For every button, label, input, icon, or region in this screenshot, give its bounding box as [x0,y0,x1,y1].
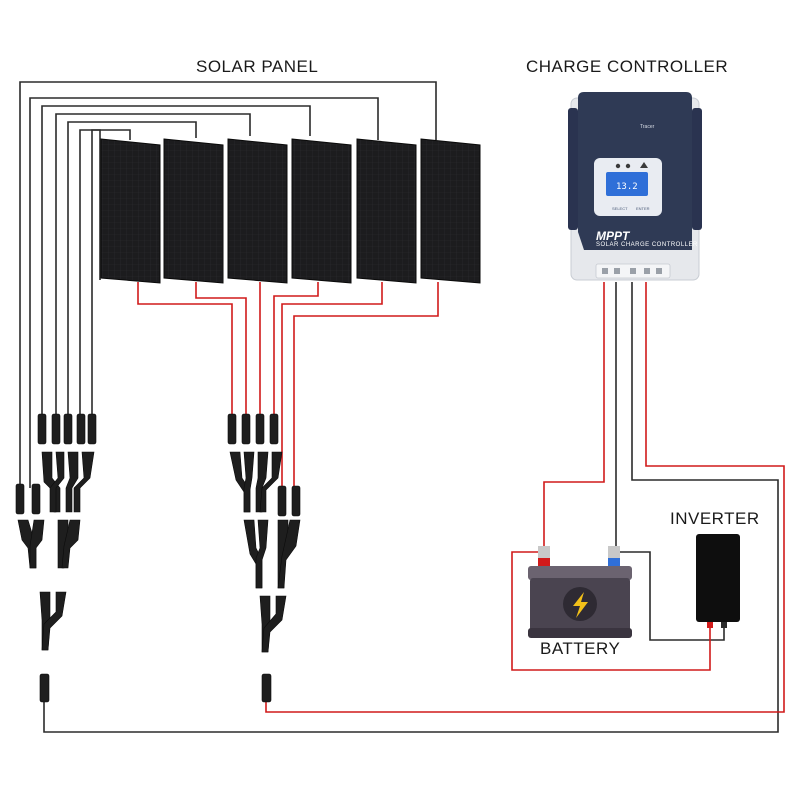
inverter [696,534,740,628]
status-led [625,163,631,169]
mc4-connector [241,413,251,445]
branch-connector [255,519,269,589]
mc4-connector [39,673,50,703]
mc4-connector [63,413,73,445]
negative-wire [91,129,101,420]
branch-connector [41,591,67,651]
branch-connector [73,451,95,513]
battery-terminal-cap-negative [608,558,620,566]
branch-connector [243,451,255,513]
solar-panel [163,138,224,284]
controller-key-enter: ENTER [636,206,650,211]
branch-connector [65,451,79,513]
positive-wire [265,282,785,713]
mc4-connector [277,485,287,517]
terminal-screw [656,268,662,274]
positive-wire [293,282,439,488]
negative-wire-group [19,81,779,733]
solar-panel [100,138,161,284]
inverter-label: INVERTER [670,509,760,528]
mc4-connector [15,483,25,515]
mc4-connector [87,413,97,445]
positive-wire [281,282,383,488]
branch-connector [259,451,283,513]
mc4-connector [51,413,61,445]
positive-wire-group [137,282,785,713]
positive-wire [543,282,605,548]
positive-wire [137,282,233,420]
terminal-screw [644,268,650,274]
solar-panel-label: SOLAR PANEL [196,57,319,76]
lightning-bolt-icon [573,592,588,618]
battery-terminal-cap-positive [538,558,550,566]
branch-connector [261,595,287,653]
negative-wire [67,121,197,420]
branch-connector [277,519,301,589]
battery-lid [528,566,632,580]
positive-wire [511,551,711,671]
positive-wire [195,282,247,420]
controller-mount-right [692,108,702,230]
negative-wire [55,113,251,420]
mc4-connector [37,413,47,445]
terminal-screw [614,268,620,274]
battery-label: BATTERY [540,639,621,658]
negative-wire [29,97,379,488]
mc4-connector [227,413,237,445]
mc4-connector [261,673,272,703]
solar-panel [227,138,288,284]
charge-controller-label: CHARGE CONTROLLER [526,57,729,76]
branch-connector [61,519,81,569]
negative-wire [19,81,437,488]
solar-panel [420,138,481,284]
positive-wire [273,282,319,420]
mc4-connector [255,413,265,445]
solar-panel [291,138,352,284]
negative-wire [79,129,131,420]
mc4-connector [31,483,41,515]
terminal-screw [602,268,608,274]
solar-panel [356,138,417,284]
controller-lower-strip [578,250,692,264]
branch-connector [29,519,45,569]
connector-group-negative [15,413,97,703]
controller-key-select: SELECT [612,206,628,211]
controller-subtitle: SOLAR CHARGE CONTROLLER [596,242,698,248]
charge-controller [568,92,702,281]
inverter-terminal-negative [721,622,727,628]
battery [528,546,632,638]
controller-mppt-text: MPPT [596,229,630,243]
negative-wire [618,551,725,641]
mc4-connector [291,485,301,517]
battery-terminal-positive [538,546,550,558]
status-led [615,163,621,169]
solar-panel-array [100,138,481,284]
warning-icon [640,162,648,168]
inverter-body [696,534,740,622]
controller-lcd [606,172,648,196]
mc4-connector [76,413,86,445]
negative-wire [43,282,779,733]
connector-group-positive [227,413,301,703]
terminal-screw [630,268,636,274]
controller-mount-left [568,108,578,230]
branch-connector [49,451,65,513]
battery-terminal-negative [608,546,620,558]
controller-lcd-reading: 13.2 [616,182,638,192]
controller-brand: Tracer [640,124,655,130]
inverter-terminal-positive [707,622,713,628]
battery-base [528,628,632,638]
mc4-connector [269,413,279,445]
negative-wire [41,105,311,420]
